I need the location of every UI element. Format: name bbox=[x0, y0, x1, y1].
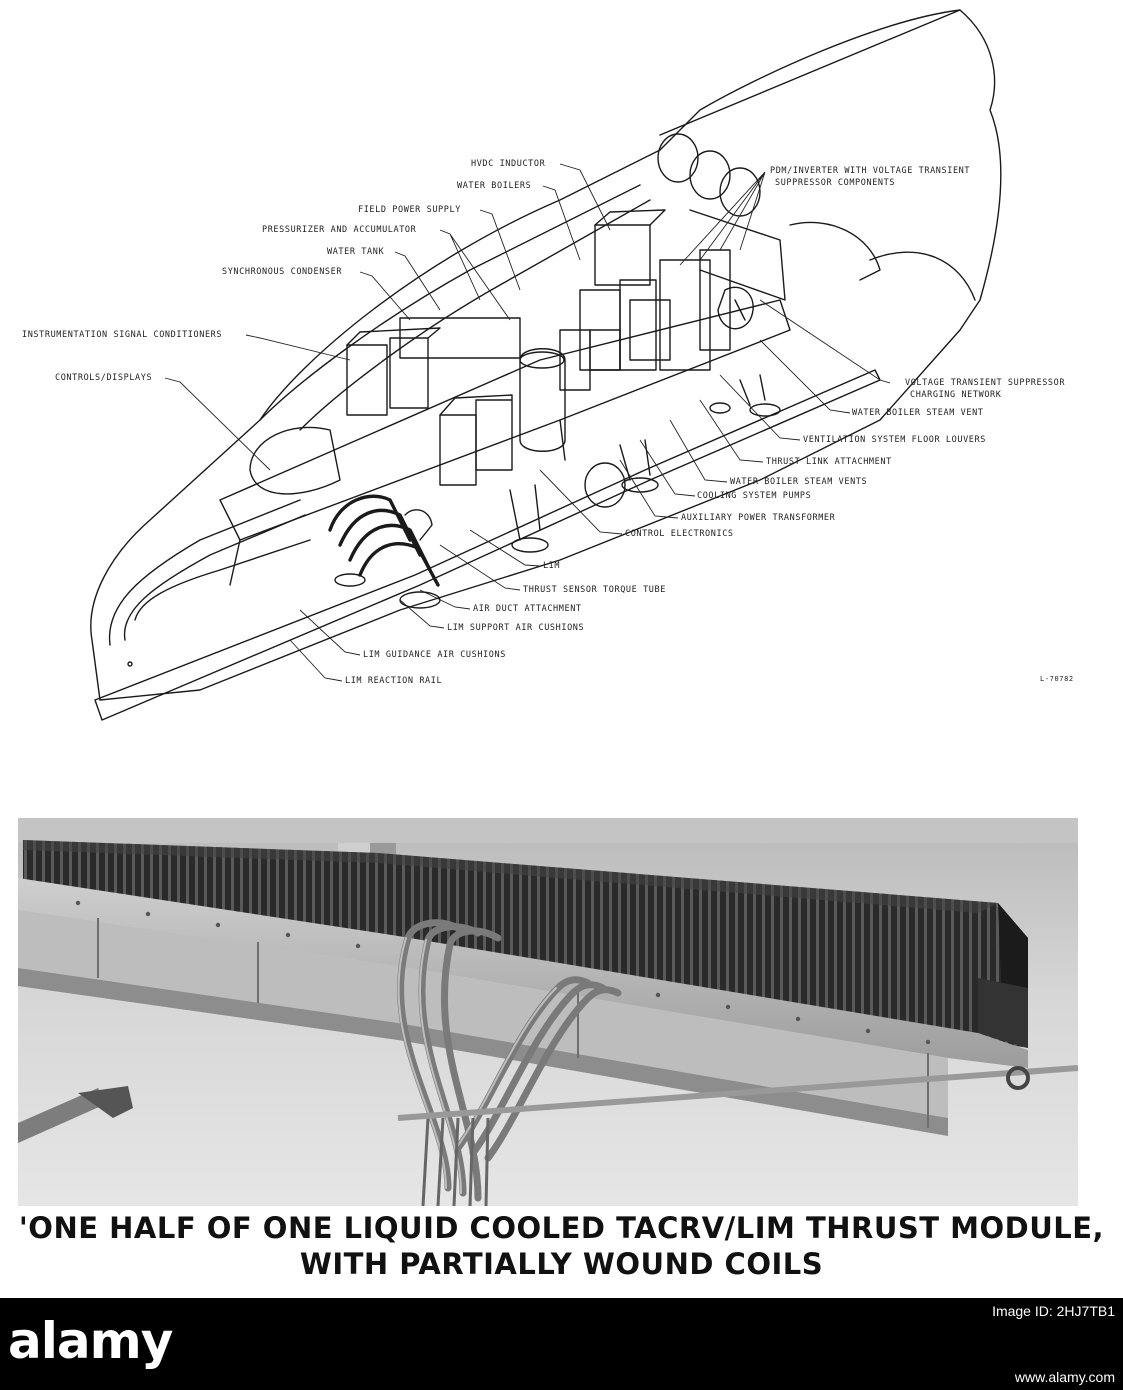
label-lim-support-air-cushions: LIM SUPPORT AIR CUSHIONS bbox=[447, 623, 585, 633]
label-lim-guidance-air-cushions: LIM GUIDANCE AIR CUSHIONS bbox=[363, 650, 506, 660]
stock-watermark-band: alamy Image ID: 2HJ7TB1 www.alamy.com bbox=[0, 1298, 1123, 1390]
label-vts-network-line1: VOLTAGE TRANSIENT SUPPRESSOR bbox=[905, 378, 1066, 388]
condenser-unit bbox=[519, 348, 566, 452]
label-pdm-inverter-line1: PDM/INVERTER WITH VOLTAGE TRANSIENT bbox=[770, 166, 971, 176]
label-lim: LIM bbox=[543, 561, 561, 571]
label-field-power-supply: FIELD POWER SUPPLY bbox=[358, 205, 461, 215]
label-control-electronics: CONTROL ELECTRONICS bbox=[625, 529, 734, 539]
label-thrust-sensor-torque-tube: THRUST SENSOR TORQUE TUBE bbox=[523, 585, 666, 595]
label-water-boiler-steam-vent: WATER BOILER STEAM VENT bbox=[852, 408, 984, 418]
air-cushion-legs bbox=[509, 484, 541, 541]
label-water-boiler-steam-vents: WATER BOILER STEAM VENTS bbox=[730, 477, 868, 487]
label-thrust-link-attachment: THRUST LINK ATTACHMENT bbox=[766, 457, 892, 467]
inverter-cabinet bbox=[594, 224, 651, 286]
vehicle-cutaway-diagram bbox=[90, 9, 1002, 721]
label-cooling-system-pumps: COOLING SYSTEM PUMPS bbox=[697, 491, 812, 501]
reaction-rail bbox=[94, 369, 881, 721]
label-auxiliary-power-transformer: AUXILIARY POWER TRANSFORMER bbox=[681, 513, 836, 523]
alamy-logo: alamy bbox=[8, 1312, 173, 1370]
lim-coil-cables bbox=[328, 494, 412, 542]
label-controls-displays: CONTROLS/DISPLAYS bbox=[55, 373, 153, 383]
instrumentation-rack bbox=[346, 344, 388, 416]
thrust-module-photo bbox=[18, 818, 1078, 1206]
label-pdm-inverter-line2: SUPPRESSOR COMPONENTS bbox=[775, 178, 896, 188]
label-vts-network-line2: CHARGING NETWORK bbox=[910, 390, 1002, 400]
label-pressurizer-accumulator: PRESSURIZER AND ACCUMULATOR bbox=[262, 225, 417, 235]
caption-line-1: 'ONE HALF OF ONE LIQUID COOLED TACRV/LIM… bbox=[18, 1211, 1105, 1245]
label-instrumentation-signal-conditioners: INSTRUMENTATION SIGNAL CONDITIONERS bbox=[22, 330, 223, 340]
vehicle-floor bbox=[219, 299, 791, 541]
vehicle-body-outline bbox=[90, 9, 1002, 701]
figure-number: L-70782 bbox=[1040, 675, 1074, 683]
label-synchronous-condenser: SYNCHRONOUS CONDENSER bbox=[222, 267, 343, 277]
label-hvdc-inductor: HVDC INDUCTOR bbox=[471, 159, 546, 169]
figure-caption: 'ONE HALF OF ONE LIQUID COOLED TACRV/LIM… bbox=[0, 1210, 1123, 1282]
controls-console bbox=[439, 414, 477, 486]
frame-rail bbox=[18, 878, 1028, 1068]
caption-line-2: WITH PARTIALLY WOUND COILS bbox=[299, 1247, 824, 1281]
label-lim-reaction-rail: LIM REACTION RAIL bbox=[345, 676, 443, 686]
label-ventilation-floor-louvers: VENTILATION SYSTEM FLOOR LOUVERS bbox=[803, 435, 986, 445]
label-water-tank: WATER TANK bbox=[327, 247, 385, 257]
label-air-duct-attachment: AIR DUCT ATTACHMENT bbox=[473, 604, 582, 614]
stock-url: www.alamy.com bbox=[1014, 1369, 1115, 1385]
label-water-boilers: WATER BOILERS bbox=[457, 181, 532, 191]
stock-image-id: Image ID: 2HJ7TB1 bbox=[992, 1303, 1115, 1319]
